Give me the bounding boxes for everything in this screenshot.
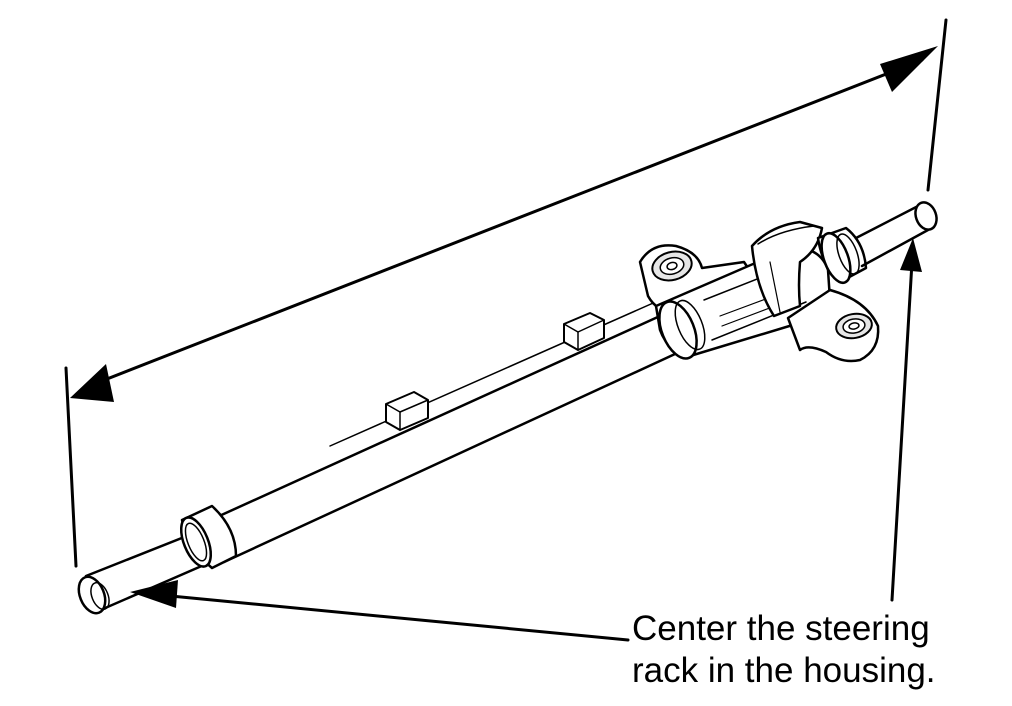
tube-clip-2 — [563, 312, 605, 351]
caption-line-1: Center the steering — [632, 609, 930, 648]
dimension-extension-line-left — [64, 366, 78, 568]
housing-collar-left — [179, 504, 238, 570]
length-dimension — [64, 18, 948, 568]
pinion-housing — [750, 220, 824, 318]
rack-bar-right — [854, 201, 938, 268]
rack-end-right — [914, 201, 938, 231]
dimension-line — [82, 58, 924, 390]
mounting-bracket-lower — [786, 288, 880, 363]
dimension-extension-line-right — [926, 18, 948, 192]
leader-line-right — [890, 260, 914, 602]
instruction-caption: Center the steering rack in the housing. — [632, 608, 1004, 692]
leader-line-left — [148, 592, 630, 642]
steering-rack-assembly — [77, 201, 938, 615]
leader-arrowhead-right — [900, 238, 922, 272]
dimension-arrowhead-right — [880, 46, 938, 92]
leader-arrows — [130, 238, 922, 642]
housing-collar-right — [816, 226, 868, 285]
leader-arrowhead-left — [130, 580, 178, 608]
dimension-arrowhead-left — [70, 364, 114, 402]
caption-line-2: rack in the housing. — [632, 651, 936, 690]
rack-housing — [204, 299, 690, 564]
tube-clip-1 — [385, 391, 429, 431]
